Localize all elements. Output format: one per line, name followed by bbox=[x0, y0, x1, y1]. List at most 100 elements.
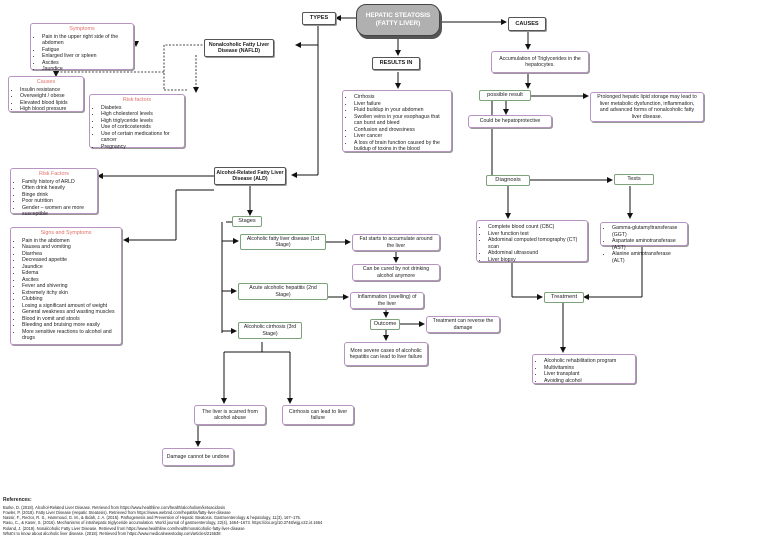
list-item: Elevated blood lipids bbox=[20, 100, 80, 107]
nafld-causes-list: Insulin resistance Overweight / obese El… bbox=[12, 87, 80, 113]
ald-signs-list: Pain in the abdomen Nausea and vomiting … bbox=[14, 238, 118, 342]
list-item: Avoiding alcohol bbox=[544, 378, 632, 385]
diagnosis-label: Diagnosis bbox=[486, 175, 530, 186]
causes-label: CAUSES bbox=[508, 17, 546, 31]
reference-item: Nassir, F., Rector, R. S., Hammoud, G. M… bbox=[3, 515, 301, 521]
stages-label: Stages bbox=[232, 216, 262, 227]
list-item: Often drink heavily bbox=[22, 185, 94, 192]
tests-box: Gamma-glutamyltransferase (GGT) Aspartat… bbox=[600, 222, 688, 264]
list-item: Jaundice bbox=[22, 264, 118, 271]
treatment-box: Alcoholic rehabilitation program Multivi… bbox=[532, 354, 636, 384]
ald-signs-title: Signs and Symptoms bbox=[40, 230, 92, 236]
treatment-list: Alcoholic rehabilitation program Multivi… bbox=[536, 358, 632, 384]
list-item: General weakness and wasting muscles bbox=[22, 309, 118, 316]
list-item: Edema bbox=[22, 270, 118, 277]
list-item: Use of corticosteroids bbox=[101, 124, 181, 131]
list-item: A loss of brain function caused by the b… bbox=[354, 140, 448, 153]
list-item: Use of certain medications for cancer bbox=[101, 131, 181, 144]
ald-risk-list: Family history of ARLD Often drink heavi… bbox=[14, 179, 94, 218]
nafld-risk-box: Risk factors Diabetes High cholesterol l… bbox=[89, 94, 185, 151]
reference-item: Roland, J. (2019). Nonalcoholic Fatty Li… bbox=[3, 525, 245, 531]
references: References: Burke, D. (2018). Alcohol-Re… bbox=[3, 497, 563, 536]
tests-label: Tests bbox=[614, 174, 654, 185]
nafld-node: Nonalcoholic Fatty Liver Disease (NAFLD) bbox=[204, 39, 274, 57]
diagnosis-list: Complete blood count (CBC) Liver functio… bbox=[480, 224, 584, 263]
list-item: Family history of ARLD bbox=[22, 179, 94, 186]
list-item: Poor nutrition bbox=[22, 198, 94, 205]
list-item: Ascites bbox=[22, 277, 118, 284]
list-item: Fever and shivering bbox=[22, 283, 118, 290]
ald-signs-box: Signs and Symptoms Pain in the abdomen N… bbox=[10, 227, 122, 345]
types-label: TYPES bbox=[302, 12, 336, 25]
list-item: Nausea and vomiting bbox=[22, 244, 118, 251]
stage1-cure: Can be cured by not drinking alcohol any… bbox=[352, 264, 440, 281]
list-item: Multivitamins bbox=[544, 365, 632, 372]
nafld-symptoms-title: Symptoms bbox=[69, 26, 95, 32]
ald-risk-box: Risk Factors Family history of ARLD Ofte… bbox=[10, 168, 98, 217]
list-item: High cholesterol levels bbox=[101, 111, 181, 118]
list-item: Enlarged liver or spleen bbox=[42, 53, 130, 60]
outcome-label: Outcome bbox=[370, 319, 400, 330]
stage1-result: Fat starts to accumulate around the live… bbox=[352, 234, 440, 251]
results-in-label: RESULTS IN bbox=[372, 57, 420, 70]
stage2-result: Inflammation (swelling) of the liver bbox=[350, 292, 424, 309]
stage2-node: Acute alcoholic hepatitis (2nd Stage) bbox=[238, 283, 328, 300]
list-item: High triglyceride levels bbox=[101, 118, 181, 125]
list-item: Diabetes bbox=[101, 105, 181, 112]
stage3-node: Alcoholic cirrhosis (3rd Stage) bbox=[238, 322, 302, 339]
list-item: Pregnancy bbox=[101, 144, 181, 151]
list-item: Aspartate aminotransferase (AST) bbox=[612, 238, 684, 251]
list-item: Extremely itchy skin bbox=[22, 290, 118, 297]
list-item: Bleeding and bruising more easily bbox=[22, 322, 118, 329]
list-item: High blood pressure bbox=[20, 106, 80, 113]
list-item: Abdominal computed tomography (CT) scan bbox=[488, 237, 584, 250]
list-item: Ascites bbox=[42, 60, 130, 67]
list-item: Complete blood count (CBC) bbox=[488, 224, 584, 231]
stage1-node: Alcoholic fatty liver disease (1st Stage… bbox=[240, 234, 326, 250]
stage3-irreversible: Damage cannot be undone bbox=[162, 448, 234, 466]
list-item: Decreased appetite bbox=[22, 257, 118, 264]
list-item: Fluid buildup in your abdomen bbox=[354, 107, 448, 114]
list-item: Jaundice bbox=[42, 66, 130, 73]
tests-list: Gamma-glutamyltransferase (GGT) Aspartat… bbox=[604, 225, 684, 264]
ald-node: Alcohol-Related Fatty Liver Disease (ALD… bbox=[214, 167, 286, 185]
list-item: Diarrhea bbox=[22, 251, 118, 258]
list-item: Liver failure bbox=[354, 101, 448, 108]
list-item: Liver cancer bbox=[354, 133, 448, 140]
list-item: Clubbing bbox=[22, 296, 118, 303]
possible-result-label: possible result bbox=[479, 90, 531, 101]
reference-item: Rasu, C., & Kaser, S. (2016). Mechanisms… bbox=[3, 520, 323, 526]
main-title: HEPATIC STEATOSIS (FATTY LIVER) bbox=[356, 4, 440, 36]
list-item: Binge drink bbox=[22, 192, 94, 199]
treatment-label: Treatment bbox=[544, 292, 584, 303]
list-item: Alcoholic rehabilitation program bbox=[544, 358, 632, 365]
nafld-causes-title: Causes bbox=[36, 79, 56, 85]
list-item: Liver transplant bbox=[544, 371, 632, 378]
list-item: Pain in the upper right side of the abdo… bbox=[42, 34, 130, 47]
results-list: Cirrhosis Liver failure Fluid buildup in… bbox=[346, 94, 448, 153]
list-item: Confusion and drowsiness bbox=[354, 127, 448, 134]
list-item: Gamma-glutamyltransferase (GGT) bbox=[612, 225, 684, 238]
list-item: Abdominal ultrasound bbox=[488, 250, 584, 257]
list-item: Blood in vomit and stools bbox=[22, 316, 118, 323]
stage3-failure: Cirrhosis can lead to liver failure bbox=[282, 405, 354, 425]
list-item: Cirrhosis bbox=[354, 94, 448, 101]
list-item: Pain in the abdomen bbox=[22, 238, 118, 245]
results-box: Cirrhosis Liver failure Fluid buildup in… bbox=[342, 90, 452, 152]
list-item: Swollen veins in your esophagus that can… bbox=[354, 114, 448, 127]
list-item: Losing a significant amount of weight bbox=[22, 303, 118, 310]
hepatoprotective-box: Could be hepatoprotective bbox=[468, 115, 552, 128]
list-item: More sensitive reactions to alcohol and … bbox=[22, 329, 118, 342]
list-item: Insulin resistance bbox=[20, 87, 80, 94]
nafld-symptoms-list: Pain in the upper right side of the abdo… bbox=[34, 34, 130, 73]
outcome-good: Treatment can reverse the damage bbox=[426, 316, 500, 333]
nafld-causes-box: Causes Insulin resistance Overweight / o… bbox=[8, 76, 84, 112]
outcome-bad: More severe cases of alcoholic hepatitis… bbox=[344, 342, 428, 366]
list-item: Overweight / obese bbox=[20, 93, 80, 100]
references-title: References: bbox=[3, 497, 32, 503]
list-item: Alanine aminotransferase (ALT) bbox=[612, 251, 684, 264]
reference-item: Fowler, P. (2018). Fatty Liver Disease (… bbox=[3, 509, 231, 515]
list-item: Fatigue bbox=[42, 47, 130, 54]
nafld-risk-list: Diabetes High cholesterol levels High tr… bbox=[93, 105, 181, 151]
